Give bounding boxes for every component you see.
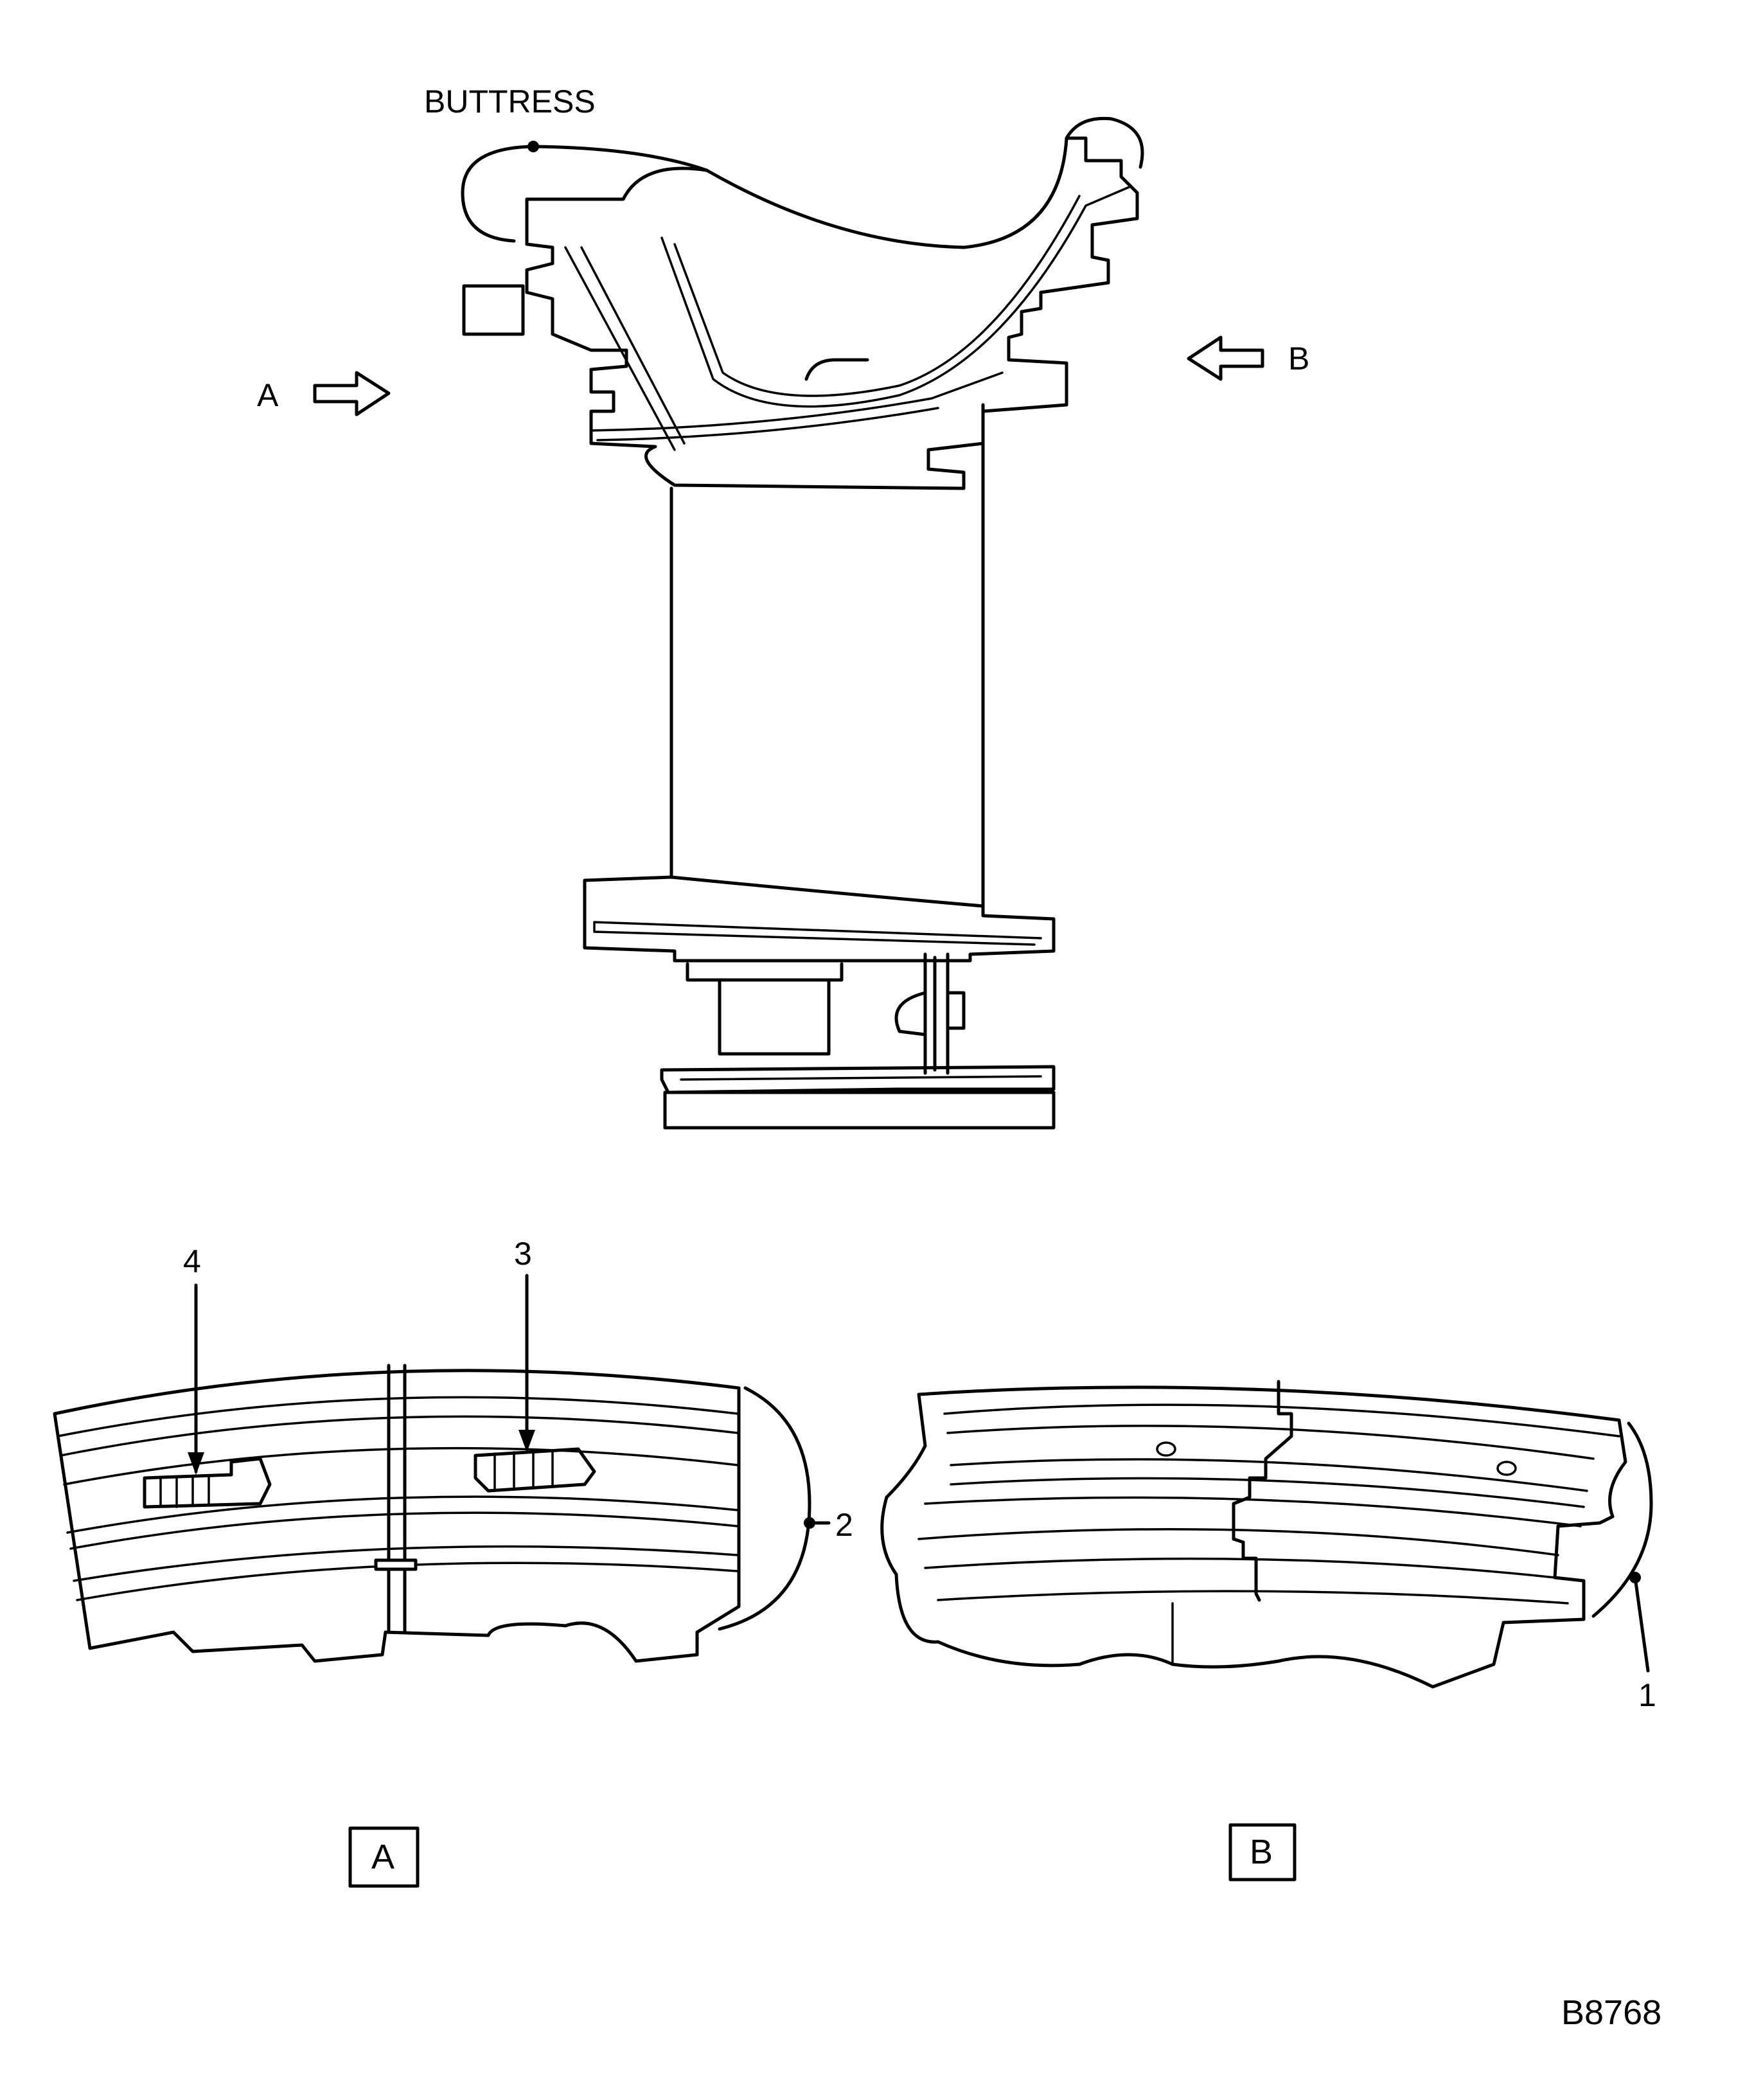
- arrow-b-icon: [1187, 335, 1264, 381]
- blade-section: [462, 136, 1139, 1130]
- slot-4-ribs: [159, 1475, 210, 1508]
- view-b-box: [1228, 1823, 1297, 1882]
- view-b-rail-2: [946, 1425, 1595, 1460]
- cooling-passage-2: [660, 185, 1132, 408]
- view-b-joint: [1232, 1380, 1293, 1602]
- callout-1-label: 1: [1638, 1677, 1656, 1713]
- inner-platform-channel: [593, 921, 1042, 946]
- view-a-groove-1: [57, 1396, 739, 1437]
- arrow-a-label: A: [257, 377, 279, 413]
- base-flange: [660, 1065, 1056, 1094]
- arrow-b-label: B: [1288, 341, 1309, 377]
- view-a-label: A: [371, 1838, 394, 1876]
- outer-shroud-outline: [525, 136, 1139, 490]
- slot-3-ribs: [493, 1449, 554, 1491]
- base-block: [663, 1090, 1056, 1130]
- view-a-split-line: [387, 1364, 407, 1634]
- view-b-rail-6: [917, 1528, 1559, 1556]
- callout-2-label: 2: [835, 1507, 853, 1543]
- figure-id: B8768: [1561, 1993, 1661, 2032]
- view-b-rail-8: [937, 1590, 1569, 1605]
- cooling-passage-3: [673, 195, 1081, 397]
- center-stem: [923, 952, 950, 1075]
- callout-1-line: [1633, 1576, 1650, 1673]
- cavity-bump: [804, 358, 869, 381]
- view-b-outline: [880, 1385, 1627, 1689]
- bolt-hole-2: [1496, 1461, 1517, 1476]
- cooling-passage-1: [564, 246, 686, 451]
- slot-4: [143, 1457, 272, 1509]
- view-b-rail-3: [950, 1458, 1588, 1492]
- view-a-groove-2: [60, 1415, 739, 1457]
- locating-pin: [462, 284, 525, 336]
- callout-4-label: 4: [183, 1243, 201, 1279]
- callout-2-dot: [804, 1517, 815, 1529]
- callout-4-arrowhead: [188, 1452, 204, 1475]
- view-a-drawing: 4 3 2 A: [53, 1236, 853, 1888]
- view-a-groove-3: [63, 1446, 739, 1486]
- base-channel: [680, 1075, 1042, 1081]
- view-a-groove-6: [73, 1545, 739, 1582]
- buttress-callout: BUTTRESS: [424, 84, 1144, 243]
- view-a-split-clip: [374, 1558, 418, 1571]
- buttress-leader-right: [531, 145, 709, 172]
- view-b-label: B: [1250, 1833, 1273, 1871]
- platform-line: [590, 371, 1004, 441]
- callout-1-leader: [1591, 1421, 1653, 1618]
- view-b-rail-1: [943, 1403, 1620, 1437]
- view-a-groove-5: [69, 1511, 739, 1550]
- buttress-dot: [527, 141, 539, 152]
- callout-2-leader: [718, 1386, 811, 1631]
- callout-3-arrowhead: [518, 1430, 535, 1452]
- view-a-groove-4: [66, 1495, 739, 1534]
- view-b-rail-7: [924, 1557, 1556, 1579]
- view-b-rail-4: [950, 1477, 1585, 1508]
- view-b-drawing: 1 B: [880, 1380, 1656, 1882]
- view-a-box: [348, 1826, 420, 1888]
- bolt-hole-1: [1156, 1441, 1176, 1457]
- side-lug: [894, 991, 966, 1037]
- callout-3-label: 3: [514, 1236, 532, 1272]
- view-arrow-b: B: [1187, 335, 1309, 381]
- arrow-a-icon: [313, 371, 391, 416]
- callout-1-dot: [1629, 1572, 1641, 1583]
- slot-3: [474, 1447, 596, 1493]
- buttress-leader-far: [1065, 116, 1144, 169]
- inner-platform: [583, 875, 1056, 963]
- buttress-label: BUTTRESS: [424, 84, 596, 120]
- view-a-outline: [53, 1369, 741, 1663]
- lower-cavity: [686, 962, 844, 1056]
- view-b-rail-5: [924, 1496, 1582, 1527]
- buttress-leader-left: [461, 145, 535, 243]
- view-arrow-a: A: [257, 371, 391, 416]
